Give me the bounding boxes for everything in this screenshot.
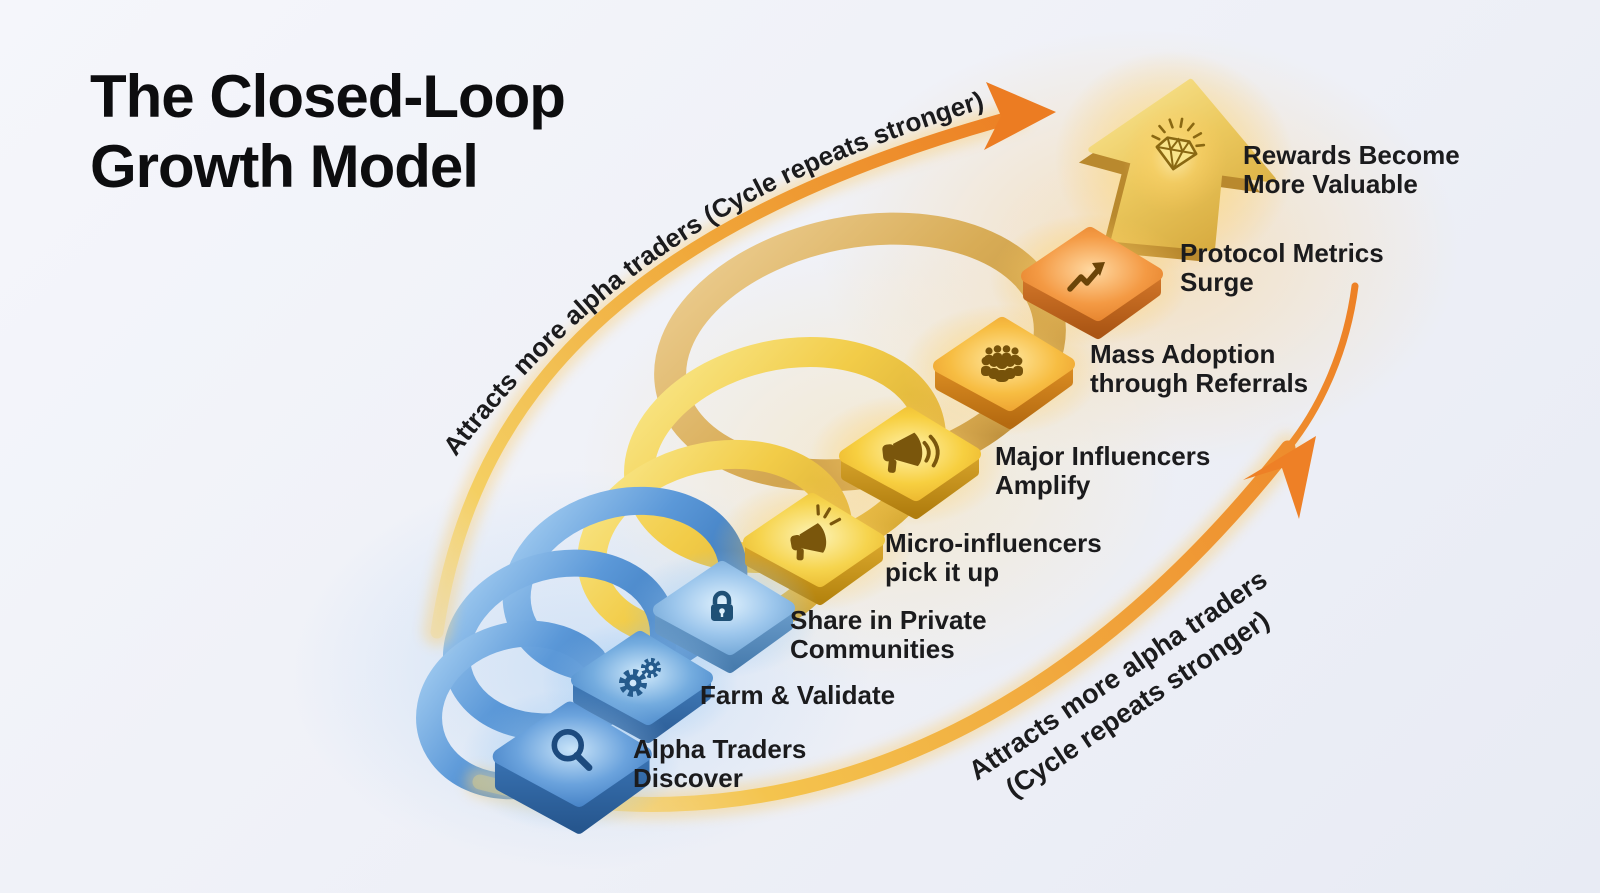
step-label-rewards: Rewards Become More Valuable [1243, 140, 1460, 200]
cycle-arrow-top-head [984, 82, 1056, 150]
step-label-protocol-metrics: Protocol Metrics Surge [1180, 238, 1384, 298]
surge-arrow-icon [1067, 262, 1105, 292]
step-label-mass-adoption: Mass Adoption through Referrals [1090, 339, 1309, 399]
step-label-major-influencers: Major Influencers Amplify [995, 441, 1211, 501]
magnifier-icon [551, 729, 593, 772]
gears-icon [619, 657, 662, 697]
megaphone-loud-icon [882, 432, 940, 473]
page-title: The Closed-Loop Growth Model [90, 63, 566, 201]
diamond-icon [1151, 117, 1206, 171]
step-label-micro-influencers: Micro-influencers pick it up [885, 528, 1102, 588]
step-label-private-communities: Share in Private Communities [790, 605, 987, 665]
megaphone-icon [790, 504, 842, 561]
lock-icon [711, 590, 733, 621]
cycle-arrow-bottom-head [1243, 436, 1316, 519]
cycle-arrow-bottom-tip-curve [1284, 282, 1359, 452]
crowd-icon [981, 345, 1023, 382]
tile-top-face [492, 701, 652, 807]
step-label-farm-validate: Farm & Validate [700, 680, 896, 710]
step-label-alpha-traders: Alpha Traders Discover [633, 734, 807, 794]
cycle-arrow-top-band [430, 109, 1023, 639]
step-tile-alpha-traders [460, 689, 680, 834]
growth-steps [460, 50, 1295, 834]
